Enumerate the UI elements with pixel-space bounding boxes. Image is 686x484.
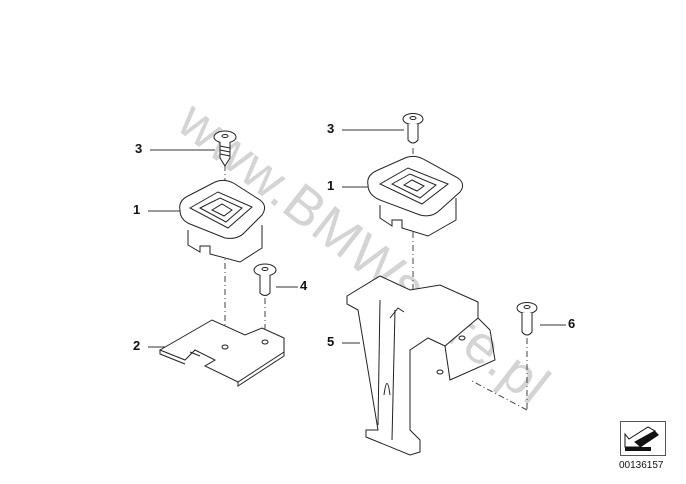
callout-left-3: 3: [135, 141, 143, 156]
right-screw-3: [402, 113, 424, 144]
callout-right-6: 6: [568, 316, 576, 331]
navigation-button[interactable]: [620, 421, 666, 456]
callout-left-2: 2: [133, 338, 141, 353]
left-grommet-1: [179, 179, 266, 263]
left-screw-4: [253, 263, 277, 296]
left-plate-2: [158, 319, 285, 387]
callout-right-1: 1: [327, 178, 335, 193]
arrow-down-left-icon: [624, 426, 659, 451]
callout-left-1: 1: [133, 202, 141, 217]
right-screw-6: [516, 302, 538, 336]
right-grommet-1: [367, 155, 464, 237]
diagram-number: 00136157: [619, 460, 664, 471]
callout-right-5: 5: [327, 334, 335, 349]
callout-left-4: 4: [300, 278, 308, 293]
left-screw-3: [213, 130, 237, 167]
callout-right-3: 3: [327, 121, 335, 136]
right-bracket-5: [346, 275, 496, 456]
leader-lines: [148, 129, 566, 348]
